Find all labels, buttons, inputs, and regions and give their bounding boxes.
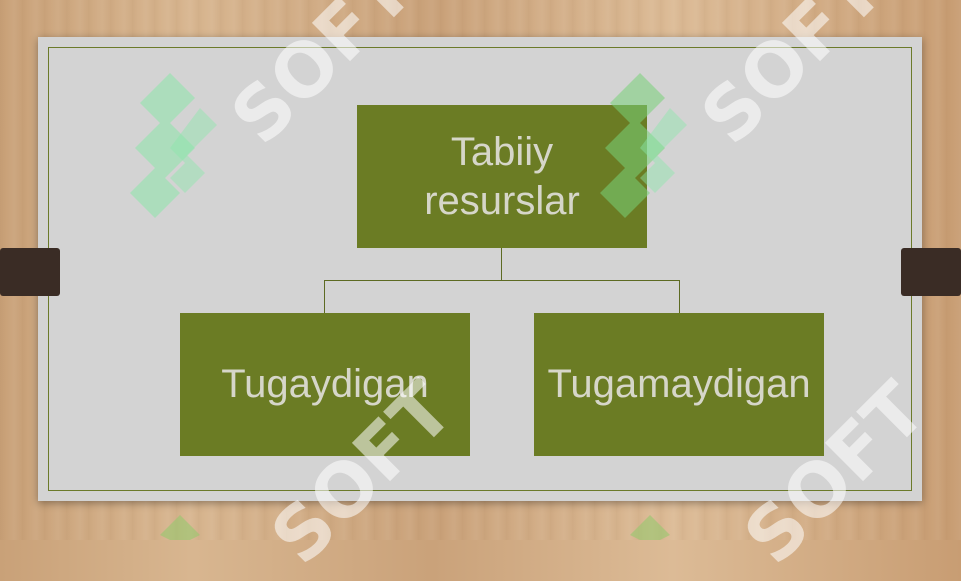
connector-horizontal [324,280,680,281]
left-binder-clip [0,248,60,296]
node-tugamaydigan-label: Tugamaydigan [547,362,811,407]
node-tugaydigan: Tugaydigan [180,313,470,456]
node-root-label-line1: Tabiiy [450,129,554,174]
node-tugamaydigan: Tugamaydigan [534,313,824,456]
connector-left-drop [324,280,325,313]
connector-root-stem [501,248,502,281]
node-root-label-line2: resurslar [424,178,580,223]
node-tugaydigan-label: Tugaydigan [221,362,429,407]
node-root-label: Tabiiy resurslar [424,128,580,226]
node-tabiiy-resurslar: Tabiiy resurslar [357,105,647,248]
connector-right-drop [679,280,680,313]
right-binder-clip [901,248,961,296]
